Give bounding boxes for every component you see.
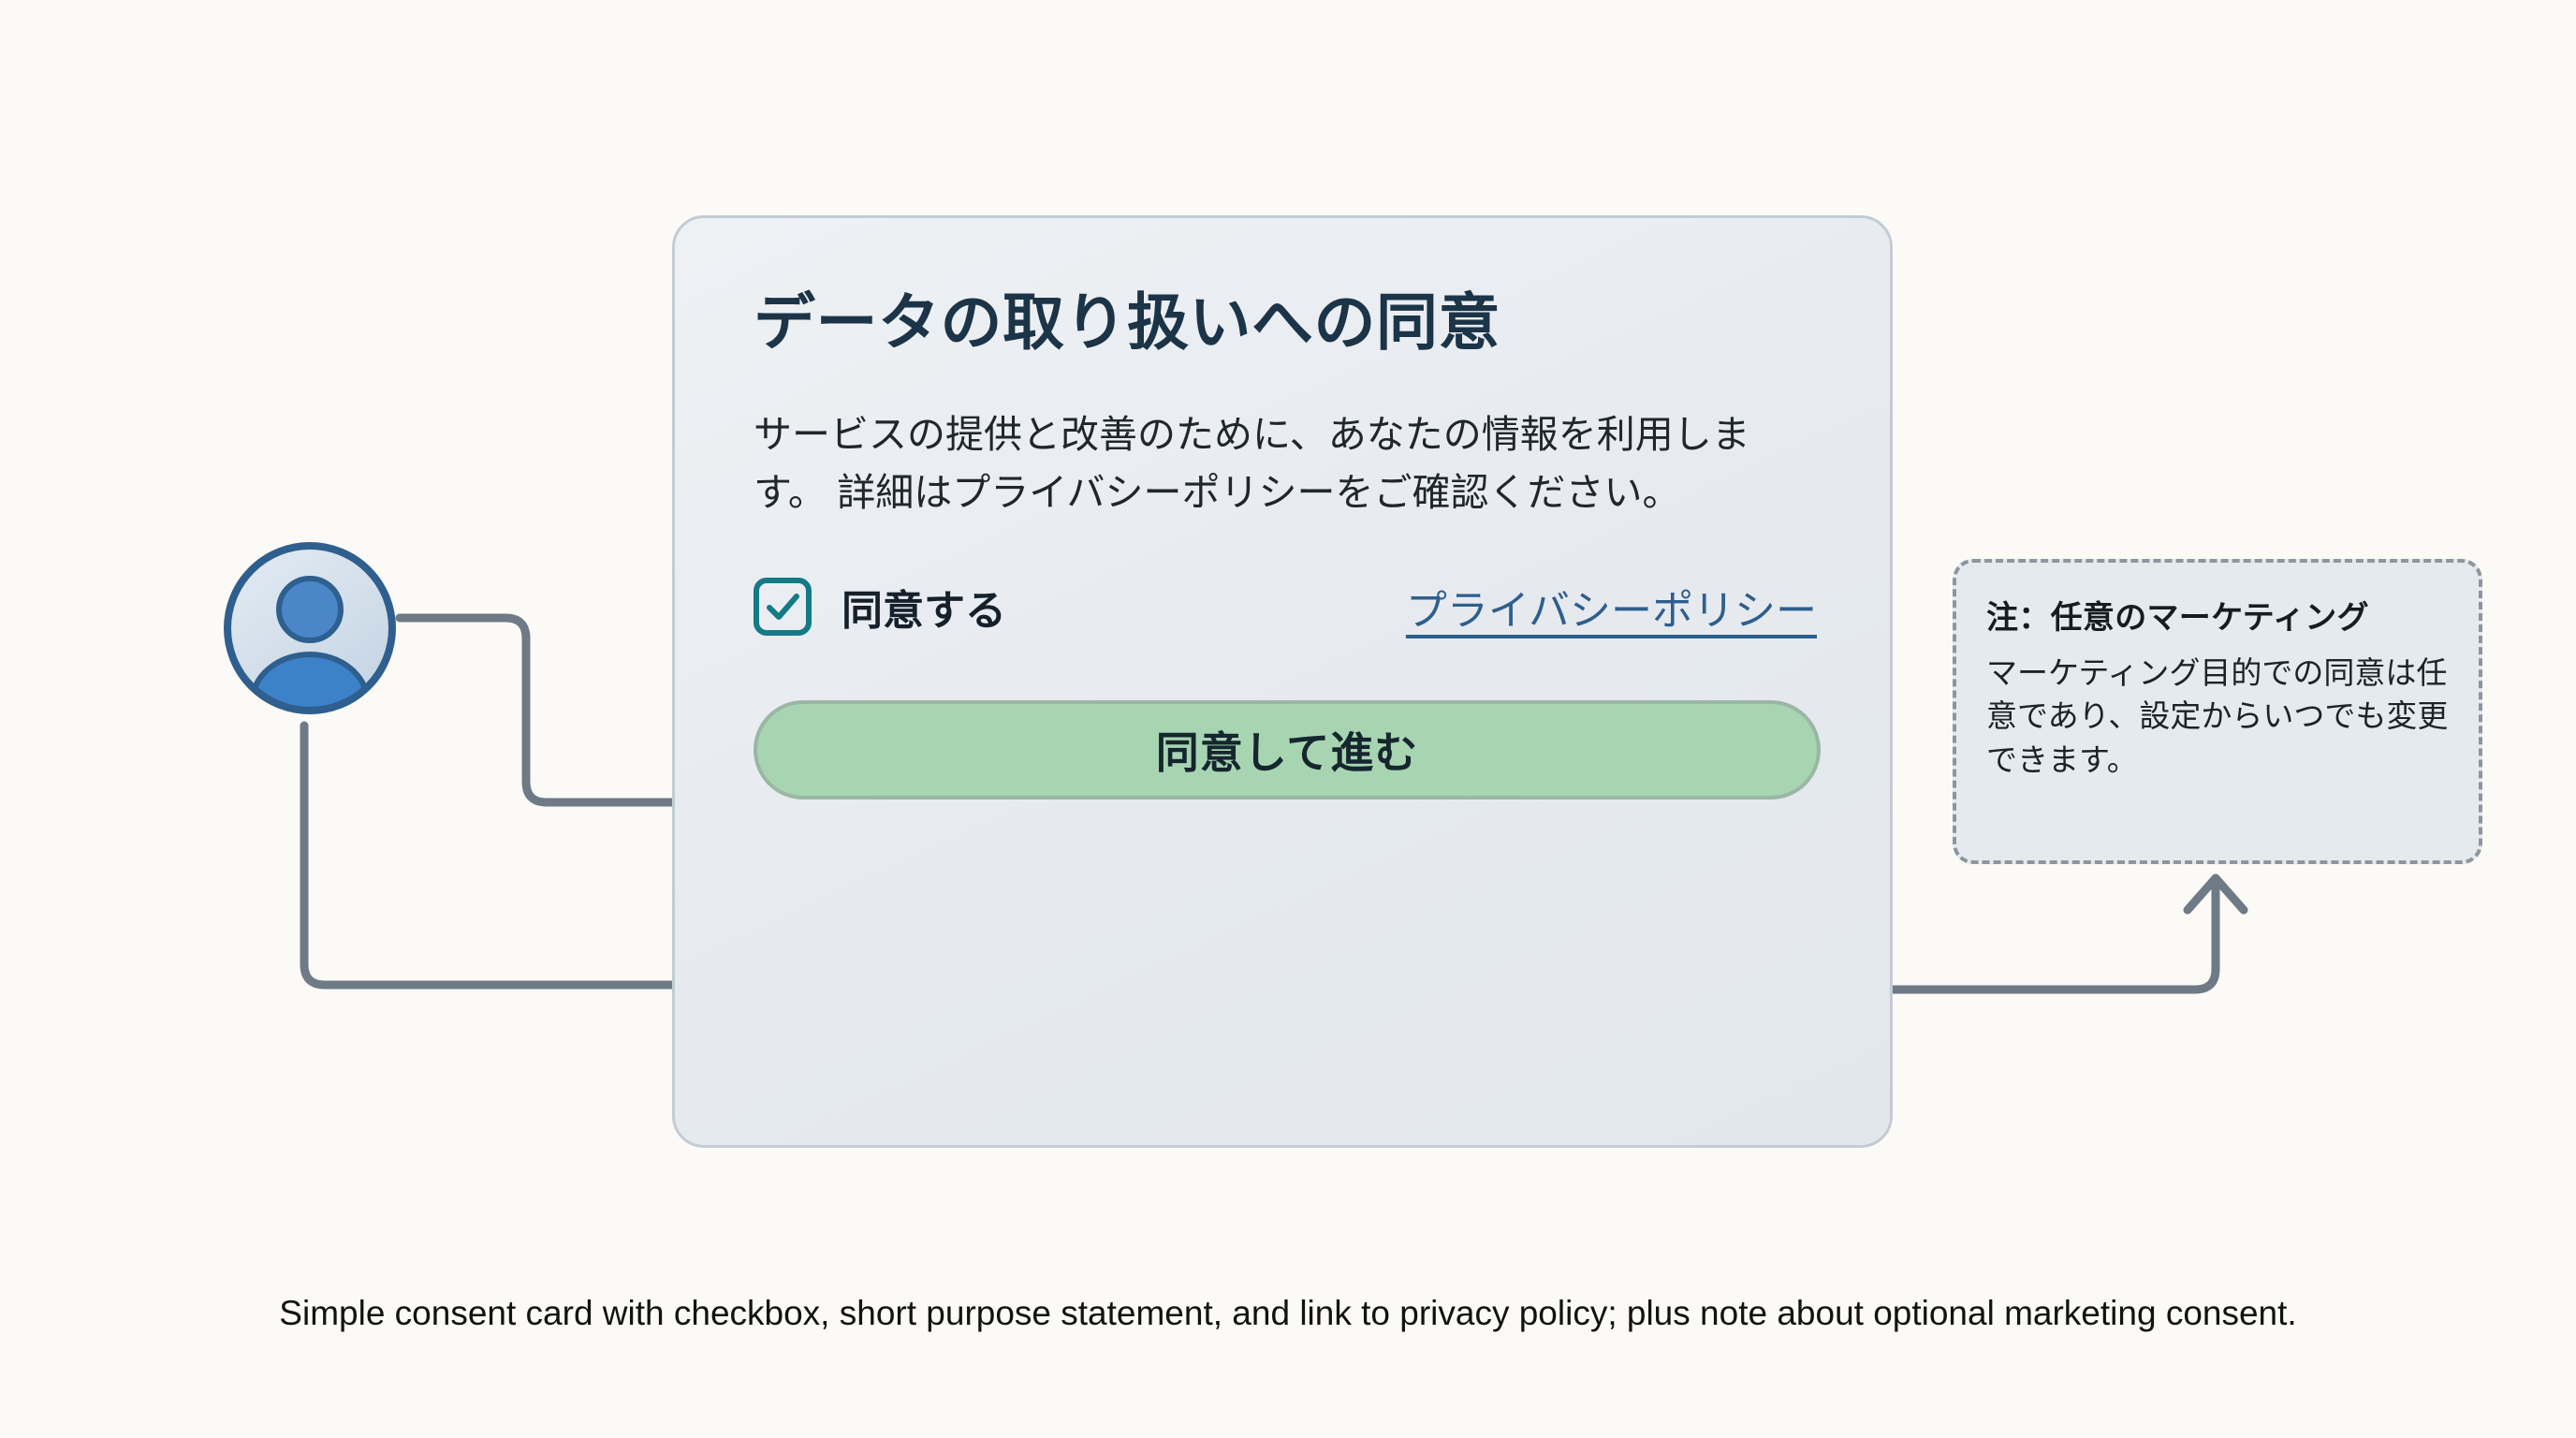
agree-and-continue-button[interactable]: 同意して進む: [754, 699, 1821, 800]
connector-avatar-to-checkbox: [395, 613, 716, 807]
card-title: データの取り扱いへの同意: [754, 287, 1500, 357]
agree-and-continue-label: 同意して進む: [1155, 727, 1419, 777]
note-body: マーケティング目的での同意は任意であり、設定からいつでも変更できます。: [1986, 654, 2449, 778]
card-body-text: サービスの提供と改善のために、あなたの情報を利用します。 詳細はプライバシーポリ…: [754, 412, 1750, 515]
consent-row: 同意する プライバシーポリシー: [754, 577, 1817, 637]
privacy-policy-link[interactable]: プライバシーポリシー: [1405, 587, 1817, 634]
note-title: 注：任意のマーケティング: [1986, 600, 2369, 636]
consent-card: データの取り扱いへの同意 サービスの提供と改善のために、あなたの情報を利用します…: [672, 215, 1893, 1148]
arrow-head-note: [2183, 873, 2248, 915]
consent-checkbox-label: 同意する: [842, 587, 1006, 634]
user-avatar-icon: [224, 542, 396, 714]
avatar: [218, 536, 402, 720]
consent-checkbox[interactable]: [754, 577, 812, 636]
connector-avatar-to-button: [300, 721, 716, 990]
figure-caption: Simple consent card with checkbox, short…: [279, 1294, 2297, 1332]
checkmark-icon: [767, 593, 799, 620]
marketing-note-box: 注：任意のマーケティング マーケティング目的での同意は任意であり、設定からいつで…: [1953, 559, 2482, 864]
